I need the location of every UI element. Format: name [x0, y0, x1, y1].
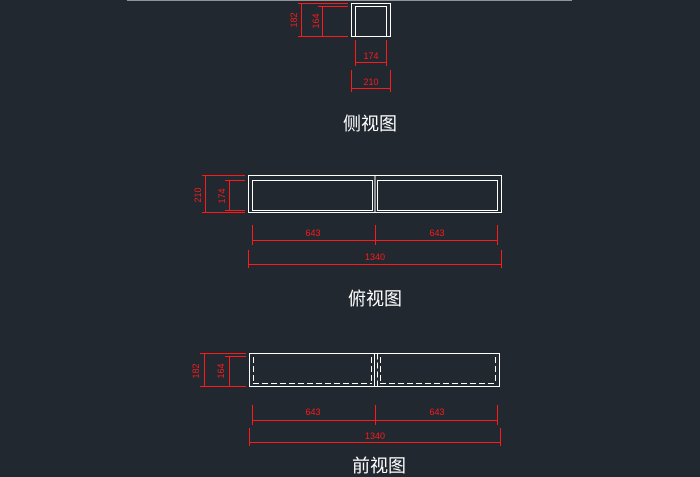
- side-view: 182 164 174 210 侧视图: [289, 3, 397, 135]
- front-view-dim-total-width: 1340: [365, 431, 385, 441]
- top-view-dim-left-width: 643: [305, 228, 320, 238]
- front-view-dimensions: [200, 353, 501, 446]
- front-view-title: 前视图: [352, 456, 406, 477]
- side-view-dim-inner-height: 164: [311, 13, 321, 28]
- side-view-dim-outer-height: 182: [289, 12, 299, 27]
- top-view-dimensions: [202, 175, 502, 268]
- top-view-dim-right-width: 643: [429, 228, 444, 238]
- top-view-inner-right-rect: [377, 180, 498, 211]
- top-view: 210 174 643 643 1340 俯视图: [193, 175, 502, 310]
- side-view-geometry: [351, 3, 391, 37]
- side-view-title: 侧视图: [343, 114, 397, 135]
- front-view-hidden-lines: [253, 357, 496, 384]
- front-view-dim-left-width: 643: [305, 407, 320, 417]
- side-view-dimensions: [298, 3, 391, 92]
- top-view-dim-outer-height: 210: [193, 187, 203, 202]
- top-view-inner-left-rect: [252, 180, 373, 211]
- front-view-dim-outer-height: 182: [191, 363, 201, 378]
- top-view-geometry: [248, 175, 502, 213]
- front-view-geometry: [249, 353, 500, 387]
- side-view-dim-inner-width: 174: [363, 51, 378, 61]
- side-view-outer-rect: [351, 3, 391, 37]
- front-view-dim-right-width: 643: [429, 407, 444, 417]
- top-view-title: 俯视图: [348, 289, 402, 310]
- top-view-dim-inner-height: 174: [217, 188, 227, 203]
- side-view-inner-rect: [355, 6, 387, 37]
- front-view-dim-inner-height: 164: [216, 363, 226, 378]
- top-view-dim-total-width: 1340: [365, 252, 385, 262]
- front-view: 182 164 643 643 1340 前视图: [191, 353, 501, 477]
- side-view-dim-outer-width: 210: [363, 77, 378, 87]
